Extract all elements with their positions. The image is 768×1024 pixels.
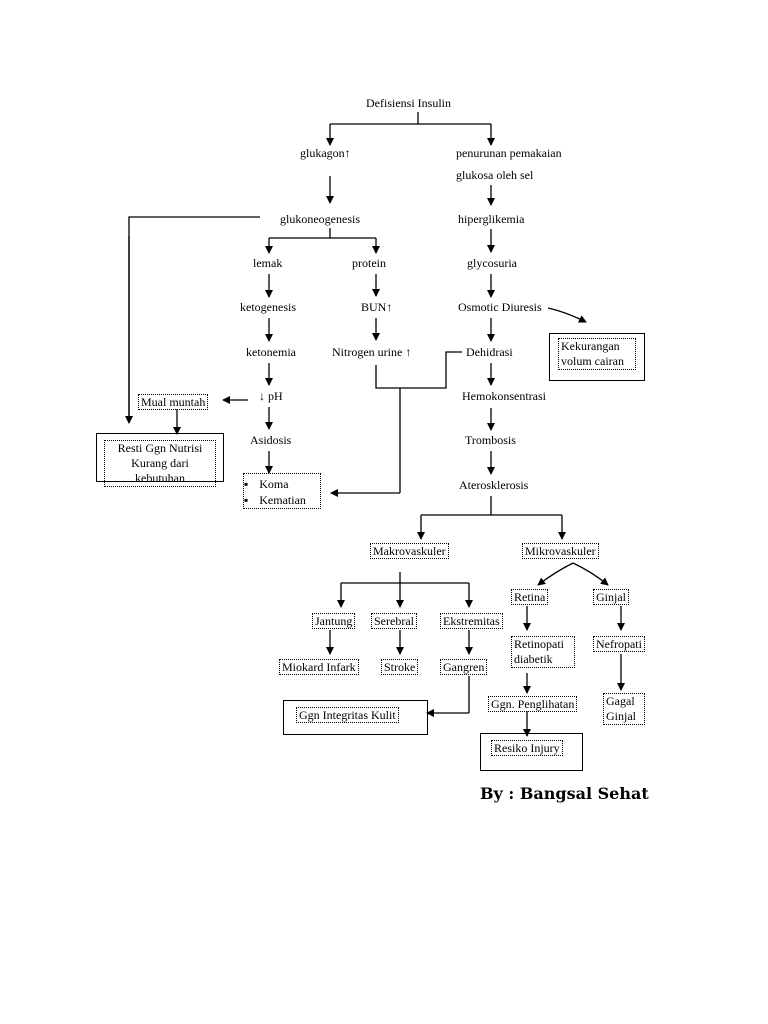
arrow-to-kekurangan [547, 307, 587, 323]
node-serebral: Serebral [371, 613, 417, 629]
connector-lemak-protein [269, 228, 376, 239]
node-jantung: Jantung [312, 613, 356, 629]
arrow-to-retina [537, 562, 574, 586]
node-glukagon: glukagon↑ [300, 146, 351, 160]
node-resiko-injury: Resiko Injury [491, 740, 563, 756]
node-kekurangan-volum-cairan: Kekurangan volum cairan [558, 338, 636, 370]
node-makrovaskuler: Makrovaskuler [370, 543, 449, 559]
node-penurunan-2: glukosa oleh sel [456, 168, 534, 182]
node-penurunan-1: penurunan pemakaian [456, 146, 562, 160]
node-protein: protein [352, 256, 386, 270]
node-nitrogen-urine: Nitrogen urine ↑ [332, 345, 412, 359]
node-kematian: Kematian [259, 493, 306, 507]
node-ketonemia: ketonemia [246, 345, 296, 359]
node-osmotic-diuresis: Osmotic Diuresis [458, 300, 542, 314]
node-ekstremitas: Ekstremitas [440, 613, 503, 629]
connector-top-split [330, 112, 491, 125]
resti-box [96, 433, 224, 482]
node-retinopati-diabetik: Retinopati diabetik [511, 636, 575, 668]
node-trombosis: Trombosis [465, 433, 516, 447]
connector-ateros-split [421, 496, 562, 516]
resiko-box [480, 733, 583, 771]
node-defisiensi-insulin: Defisiensi Insulin [366, 96, 451, 110]
ggn-integritas-box [283, 700, 428, 735]
node-gagal-ginjal: Gagal Ginjal [603, 693, 645, 725]
node-koma-kematian-box: ▪ Koma ▪ Kematian [243, 473, 321, 509]
node-nefropati: Nefropati [593, 636, 645, 652]
node-ggn-integritas-kulit: Ggn Integritas Kulit [296, 707, 399, 723]
node-aterosklerosis: Aterosklerosis [459, 478, 529, 492]
node-hemokonsentrasi: Hemokonsentrasi [462, 389, 546, 403]
node-ph: ↓ pH [259, 389, 283, 403]
node-asidosis: Asidosis [250, 433, 292, 447]
node-bun: BUN↑ [361, 300, 393, 314]
bullet-icon: ▪ [244, 493, 249, 507]
author-credit: By : Bangsal Sehat [480, 784, 649, 803]
node-miokard-infark: Miokard Infark [279, 659, 359, 675]
node-lemak: lemak [253, 256, 283, 270]
node-hiperglikemia: hiperglikemia [458, 212, 525, 226]
node-glycosuria: glycosuria [467, 256, 517, 270]
node-koma: Koma [259, 477, 289, 491]
node-glukoneogenesis: glukoneogenesis [280, 212, 360, 226]
arrow-to-ginjal [572, 562, 609, 586]
node-mual-muntah: Mual muntah [138, 394, 209, 410]
node-dehidrasi: Dehidrasi [466, 345, 513, 359]
node-stroke: Stroke [381, 659, 419, 675]
list-item-kematian: ▪ Kematian [244, 493, 306, 507]
node-mikrovaskuler: Mikrovaskuler [522, 543, 599, 559]
node-gangren: Gangren [440, 659, 488, 675]
kekurangan-box [549, 333, 645, 381]
node-ketogenesis: ketogenesis [240, 300, 296, 314]
connector-nitrogen-dehidrasi [375, 351, 462, 389]
node-ginjal: Ginjal [593, 589, 629, 605]
connector-glukoneogenesis-left [128, 216, 260, 422]
node-retina: Retina [511, 589, 549, 605]
node-resti-ggn-nutrisi: Resti Ggn Nutrisi Kurang dari kebutuhan [104, 440, 216, 487]
list-item-koma: ▪ Koma [244, 477, 289, 491]
node-ggn-penglihatan: Ggn. Penglihatan [488, 696, 578, 712]
bullet-icon: ▪ [244, 477, 249, 491]
connector-makro-split [341, 572, 469, 584]
